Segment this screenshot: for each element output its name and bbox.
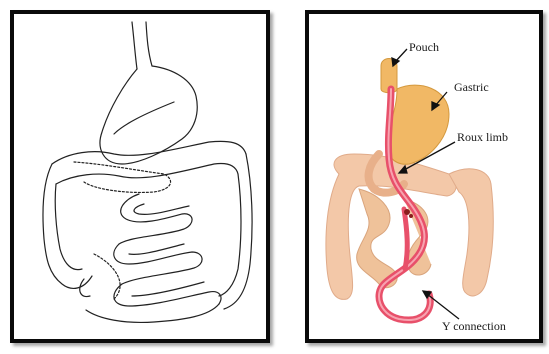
small-intestine-coil-4 [129,244,184,254]
small-intestine-coil-6 [132,282,204,296]
sigmoid-colon [86,304,219,322]
ascending-colon-inner [55,184,82,270]
y-connection-label: Y connection [442,320,506,332]
colon-shape [326,154,493,299]
small-intestine-coil-3 [114,244,202,284]
small-intestine-coil-5 [114,284,221,306]
gastric-bypass-panel: Pouch Gastric Roux limb Y connection [305,10,543,343]
gastric-bypass-illustration [309,14,539,339]
stomach-inner-curve [114,102,174,134]
descending-colon-inner [219,174,241,296]
stomach-outline [100,66,197,164]
y-connection-limb [404,209,407,269]
small-intestine-coil-2 [134,204,189,214]
esophagus-outline-inner [146,22,152,66]
small-intestine-coil-1 [119,194,192,244]
esophagus-outline [132,22,137,69]
pouch-label: Pouch [409,41,439,53]
normal-anatomy-panel [10,10,270,343]
gastric-label: Gastric [454,81,489,93]
bypassed-stomach-shape [386,85,449,164]
normal-digestive-tract-drawing [14,14,266,339]
roux-limb-label: Roux limb [457,131,508,143]
transverse-colon [52,141,246,164]
transverse-colon-lower [56,163,238,184]
